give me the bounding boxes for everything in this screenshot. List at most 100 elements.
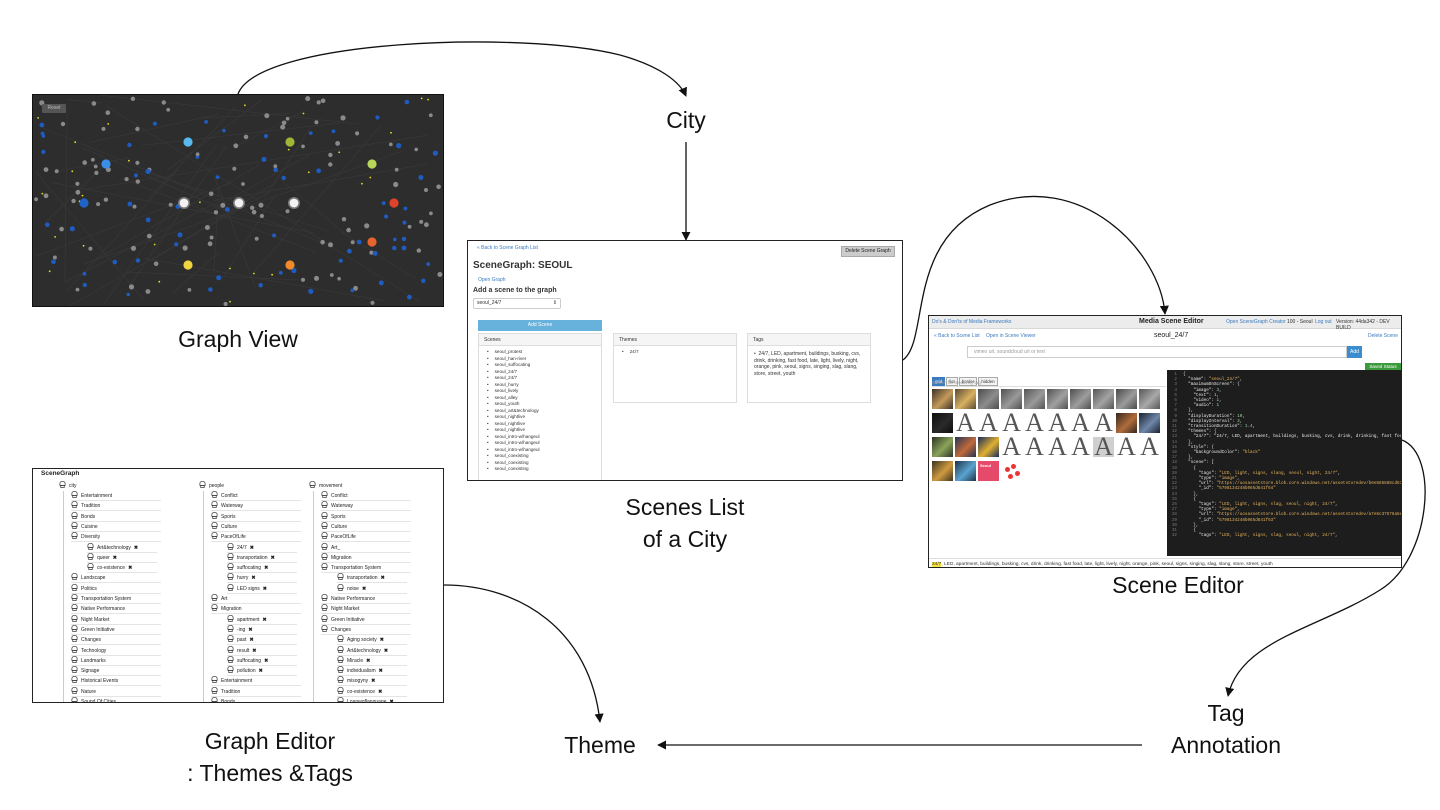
- text-media-thumbnail[interactable]: A: [1116, 437, 1137, 457]
- tree-theme-node[interactable]: Bonds: [211, 697, 301, 702]
- scene-list-item[interactable]: seoul_lively: [487, 388, 601, 395]
- image-media-thumbnail[interactable]: [955, 389, 976, 409]
- remove-tag-icon[interactable]: ✖: [258, 668, 263, 675]
- text-media-thumbnail[interactable]: A: [1001, 413, 1022, 433]
- media-search-input[interactable]: Search for media by tag: [932, 379, 1166, 387]
- scene-list-item[interactable]: seoul_suffocating: [487, 362, 601, 369]
- remove-tag-icon[interactable]: ✖: [133, 544, 139, 551]
- back-to-scene-list-link[interactable]: « Back to Scene List: [934, 333, 980, 339]
- text-media-thumbnail[interactable]: Seoul: [978, 461, 999, 481]
- add-scene-button[interactable]: Add Scene: [478, 320, 602, 331]
- scene-list-item[interactable]: seoul_art&technology: [487, 408, 601, 415]
- image-media-thumbnail[interactable]: [1024, 389, 1045, 409]
- remove-tag-icon[interactable]: ✖: [252, 647, 257, 654]
- tree-theme-node[interactable]: Art: [211, 594, 301, 604]
- tree-tag-node[interactable]: misogyny✖: [337, 676, 407, 687]
- tree-theme-node[interactable]: PaceOfLife: [321, 532, 411, 543]
- graph-node-major[interactable]: [101, 159, 111, 169]
- image-media-thumbnail[interactable]: [932, 437, 953, 457]
- remove-tag-icon[interactable]: ✖: [379, 637, 384, 644]
- remove-tag-icon[interactable]: ✖: [248, 626, 253, 633]
- graph-node-major[interactable]: [183, 137, 193, 147]
- tree-theme-node[interactable]: Technology: [71, 645, 161, 656]
- text-media-thumbnail[interactable]: A: [1139, 437, 1160, 457]
- add-media-button[interactable]: Add: [1347, 346, 1362, 358]
- scene-list-item[interactable]: seoul_coexisting: [487, 466, 601, 473]
- remove-tag-icon[interactable]: ✖: [264, 565, 269, 572]
- tree-theme-node[interactable]: Native Performance: [321, 594, 411, 604]
- tree-root-node[interactable]: movement: [309, 481, 342, 491]
- graph-node-major[interactable]: [285, 260, 295, 270]
- scene-list-item[interactable]: seoul_intro-w/hangeul: [487, 447, 601, 454]
- tree-theme-node[interactable]: Entertainment: [211, 676, 301, 687]
- image-media-thumbnail[interactable]: [1116, 413, 1137, 433]
- logout-link[interactable]: Log out: [1315, 319, 1332, 325]
- image-media-thumbnail[interactable]: [978, 389, 999, 409]
- tree-theme-node[interactable]: Tradition: [211, 686, 301, 697]
- image-media-thumbnail[interactable]: [1070, 389, 1091, 409]
- open-scenegraph-creator-link[interactable]: Open SceneGraph Creator: [1226, 319, 1286, 325]
- tree-theme-node[interactable]: Conflict: [321, 491, 411, 501]
- back-to-scene-graph-list-link[interactable]: « Back to Scene Graph List: [477, 245, 538, 251]
- image-media-thumbnail[interactable]: [1093, 389, 1114, 409]
- text-media-thumbnail[interactable]: A: [1047, 437, 1068, 457]
- tree-theme-node[interactable]: Sound Of Cities: [71, 697, 161, 702]
- scene-list-item[interactable]: seoul_youth: [487, 401, 601, 408]
- tree-theme-node[interactable]: Culture: [211, 521, 301, 532]
- scene-list-item[interactable]: seoul_protest: [487, 349, 601, 356]
- tree-theme-node[interactable]: Signage: [71, 666, 161, 677]
- graph-node-major[interactable]: [367, 237, 377, 247]
- tree-tag-node[interactable]: Aging society✖: [337, 635, 407, 646]
- graph-node-major[interactable]: [183, 260, 193, 270]
- scene-list-item[interactable]: seoul_intro-w/hangeul: [487, 440, 601, 447]
- tree-root-node[interactable]: city: [59, 481, 77, 491]
- scene-list-item[interactable]: seoul_coexisting: [487, 453, 601, 460]
- tree-theme-node[interactable]: Transportation System: [321, 563, 411, 574]
- remove-tag-icon[interactable]: ✖: [128, 565, 133, 572]
- graph-reset-button[interactable]: Reset: [42, 104, 66, 113]
- image-media-thumbnail[interactable]: [932, 461, 953, 481]
- scene-list-item[interactable]: seoul_24/7: [487, 375, 601, 382]
- graph-node-major[interactable]: [285, 137, 295, 147]
- graph-node-major[interactable]: [79, 198, 89, 208]
- scene-list-item[interactable]: seoul_nightlive: [487, 414, 601, 421]
- tree-theme-node[interactable]: Tradition: [71, 501, 161, 512]
- remove-tag-icon[interactable]: ✖: [366, 657, 371, 664]
- open-in-scene-viewer-link[interactable]: Open in Scene Viewer: [986, 333, 1036, 339]
- remove-tag-icon[interactable]: ✖: [249, 544, 254, 551]
- tree-tag-node[interactable]: Art&technology✖: [87, 542, 157, 553]
- tree-tag-node[interactable]: result✖: [227, 645, 297, 656]
- tree-tag-node[interactable]: transportation✖: [227, 552, 297, 563]
- remove-tag-icon[interactable]: ✖: [380, 575, 385, 582]
- image-media-thumbnail[interactable]: [955, 461, 976, 481]
- tree-tag-node[interactable]: -ing✖: [227, 624, 297, 635]
- remove-tag-icon[interactable]: ✖: [383, 647, 389, 654]
- text-media-thumbnail[interactable]: A: [1070, 413, 1091, 433]
- tree-theme-node[interactable]: Nature: [71, 686, 161, 697]
- tree-tag-node[interactable]: past✖: [227, 635, 297, 646]
- tree-tag-node[interactable]: Art&technology✖: [337, 645, 407, 656]
- scene-list-item[interactable]: seoul_nightlive: [487, 421, 601, 428]
- image-media-thumbnail[interactable]: [1139, 389, 1160, 409]
- graph-node-major[interactable]: [288, 197, 301, 210]
- graph-node-major[interactable]: [367, 159, 377, 169]
- tree-theme-node[interactable]: Transportation System: [71, 594, 161, 604]
- graph-node-major[interactable]: [389, 198, 399, 208]
- text-media-thumbnail[interactable]: A: [1024, 413, 1045, 433]
- tree-theme-node[interactable]: Landmarks: [71, 655, 161, 666]
- remove-tag-icon[interactable]: ✖: [112, 554, 117, 561]
- image-media-thumbnail[interactable]: [955, 437, 976, 457]
- image-media-thumbnail[interactable]: [1047, 389, 1068, 409]
- media-url-input[interactable]: vimeo url, soundcloud url or text: [967, 346, 1347, 358]
- image-media-thumbnail[interactable]: [932, 389, 953, 409]
- tree-theme-node[interactable]: Changes: [71, 635, 161, 646]
- tree-theme-node[interactable]: Art_: [321, 542, 411, 553]
- scene-list-item[interactable]: seoul_han-river: [487, 356, 601, 363]
- text-media-thumbnail[interactable]: A: [1070, 437, 1091, 457]
- tree-theme-node[interactable]: Sports: [211, 511, 301, 522]
- scene-list-item[interactable]: seoul_coexisting: [487, 460, 601, 467]
- tree-tag-node[interactable]: LED signs✖: [227, 583, 297, 594]
- tree-theme-node[interactable]: PaceOfLife: [211, 532, 301, 543]
- scene-list-item[interactable]: seoul_intro-w/hangeul: [487, 434, 601, 441]
- tree-tag-node[interactable]: hurry✖: [227, 573, 297, 584]
